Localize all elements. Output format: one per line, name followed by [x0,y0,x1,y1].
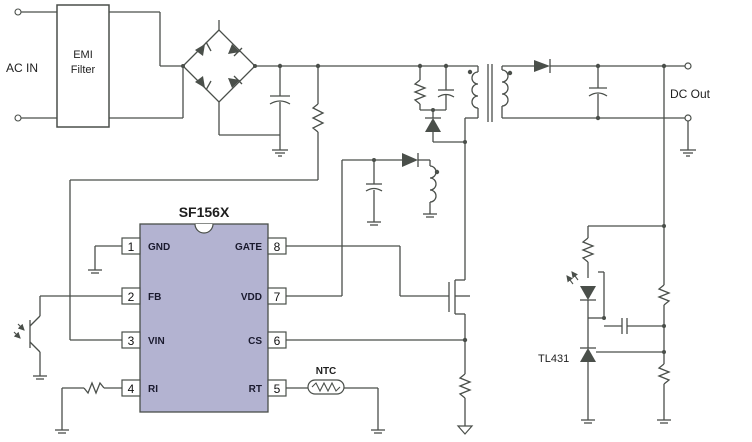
pin-8: 8 GATE [235,237,287,255]
ntc-label: NTC [316,366,337,377]
startup-resistor [69,66,325,341]
pin-5: 5 RT [249,379,287,397]
svg-text:GATE: GATE [235,242,262,253]
svg-text:5: 5 [274,382,281,396]
chip-title: SF156X [179,204,230,220]
aux-supply [341,153,440,296]
pin-6: 6 CS [248,331,287,349]
svg-text:8: 8 [274,240,281,254]
secondary-output [502,59,696,285]
svg-text:6: 6 [274,334,281,348]
tl431-label: TL431 [538,353,569,365]
emi-filter-box [56,4,110,128]
sf156x-chip [139,223,269,413]
emi-label-1: EMI [73,49,93,61]
pin-4: 4 RI [121,379,158,397]
bulk-capacitor [269,66,291,157]
pin-1: 1 GND [121,237,170,255]
ri-resistor [55,381,122,434]
mosfet [285,245,470,340]
svg-text:4: 4 [128,382,135,396]
ntc-thermistor [285,379,385,434]
ac-input [14,8,57,122]
pin-3: 3 VIN [121,331,165,349]
svg-text:VDD: VDD [241,292,262,303]
svg-text:CS: CS [248,336,262,347]
rcd-snubber [413,66,467,144]
pin-7: 7 VDD [241,287,287,305]
feedback-network [566,224,671,424]
sense-resistor [285,337,474,435]
svg-text:1: 1 [128,240,135,254]
bridge-rectifier [181,29,257,103]
emi-label-2: Filter [71,64,96,76]
svg-text:VIN: VIN [148,336,165,347]
svg-text:2: 2 [128,290,135,304]
svg-text:3: 3 [128,334,135,348]
flyback-transformer [464,64,513,280]
pin-2: 2 FB [121,287,161,305]
ac-in-label: AC IN [6,61,38,75]
svg-text:GND: GND [148,242,170,253]
svg-text:RT: RT [249,384,262,395]
svg-text:RI: RI [148,384,158,395]
svg-text:FB: FB [148,292,161,303]
svg-text:7: 7 [274,290,281,304]
dc-out-label: DC Out [670,87,711,101]
optocoupler-transistor [13,295,122,380]
